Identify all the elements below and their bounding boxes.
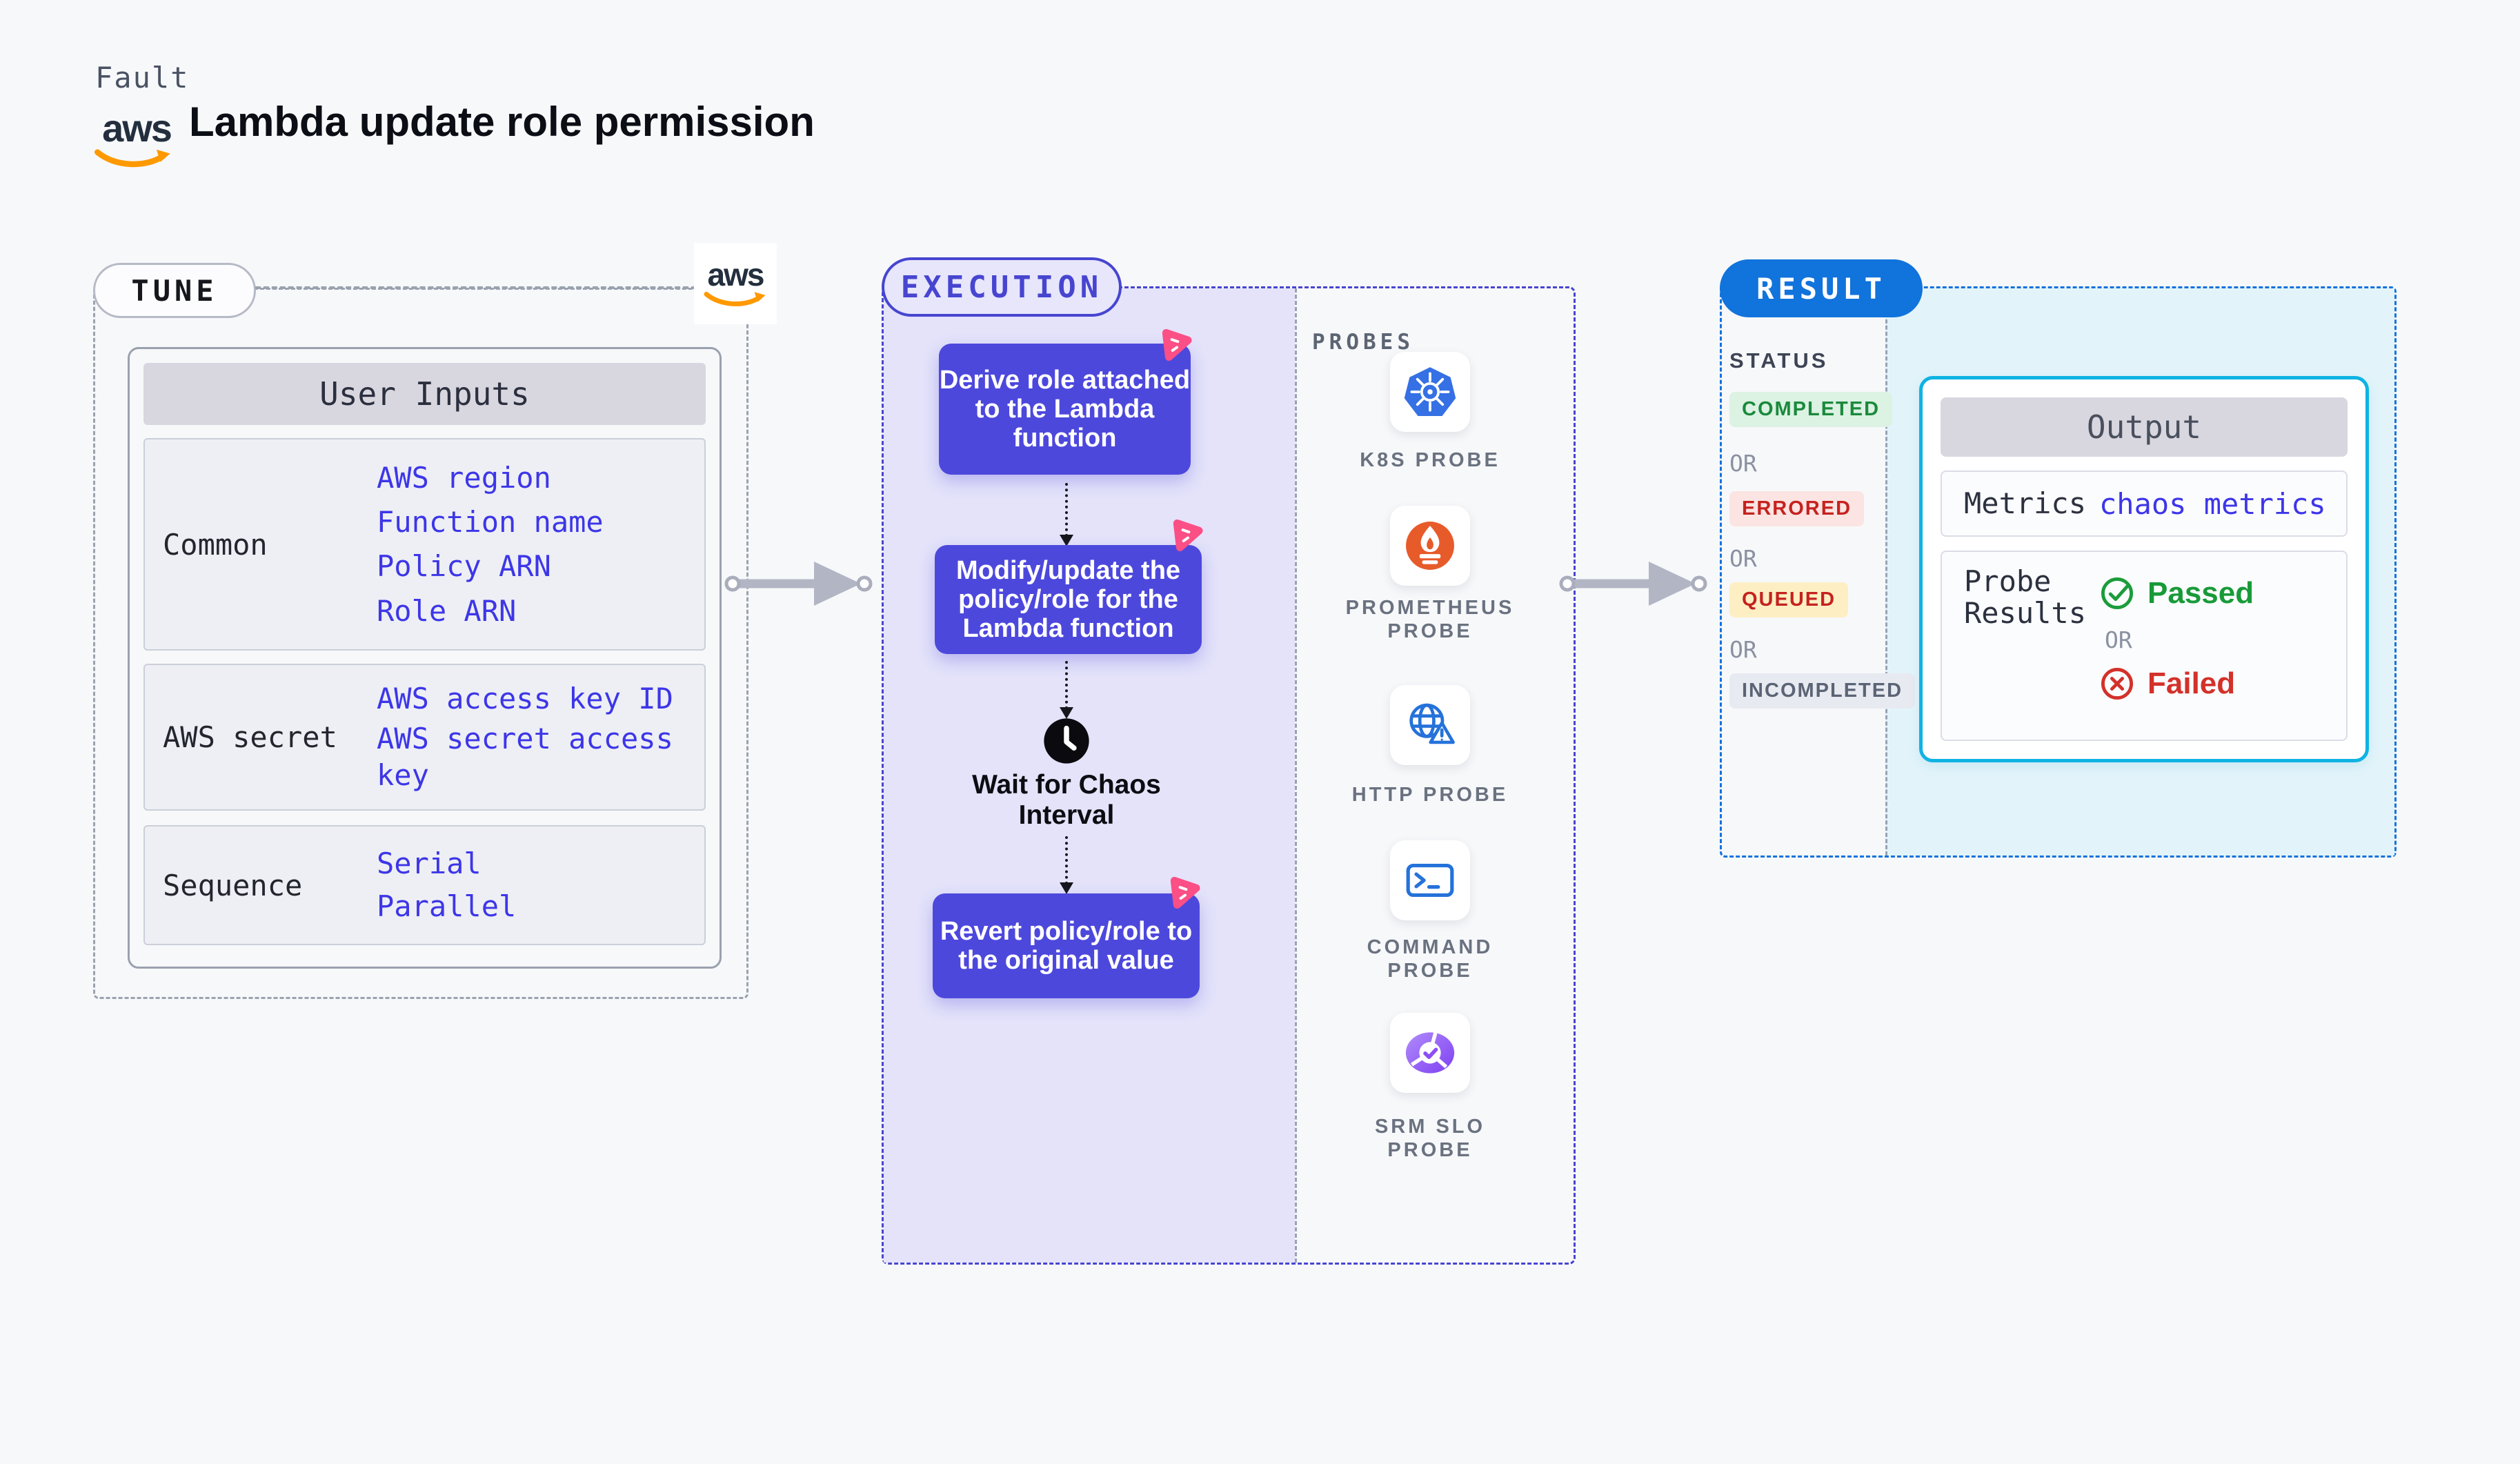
input-value: Role ARN: [377, 593, 517, 628]
metrics-label: Metrics: [1964, 486, 2087, 520]
tune-aws-logo-text: aws: [707, 257, 765, 293]
chaos-fault-icon: [1173, 520, 1203, 551]
tune-aws-card: aws: [694, 243, 777, 324]
terminal-icon: [1406, 863, 1454, 898]
result-badge-label: RESULT: [1756, 271, 1886, 306]
input-value: Function name: [377, 504, 604, 539]
probe-card-srm-slo: [1390, 1013, 1470, 1093]
or-separator: OR: [1729, 545, 1757, 572]
arrow-down-icon: [1060, 882, 1073, 894]
arrow-down-icon: [1060, 535, 1073, 546]
or-separator: OR: [1729, 636, 1757, 663]
tune-badge-label: TUNE: [131, 273, 218, 308]
flow-arrow-probes-to-result: [1559, 562, 1707, 606]
input-value: AWS region: [377, 460, 551, 495]
output-row-metrics: Metrics chaos metrics: [1941, 471, 2348, 537]
probe-card-command: [1390, 840, 1470, 920]
arrow-down-icon: [1060, 707, 1073, 719]
probe-card-prometheus: [1390, 506, 1470, 586]
probe-label-prometheus: PROMETHEUS PROBE: [1345, 597, 1515, 642]
metrics-value: chaos metrics: [2099, 486, 2326, 521]
input-value: Serial: [377, 846, 482, 880]
status-badge-incompleted: INCOMPLETED: [1729, 673, 1916, 709]
status-title: STATUS: [1729, 348, 1829, 373]
failed-label: Failed: [2147, 666, 2236, 700]
tune-connector-line: [255, 286, 697, 289]
step-revert-policy: Revert policy/role to the original value: [933, 893, 1200, 998]
x-circle-icon: [2101, 667, 2134, 700]
passed-label: Passed: [2147, 576, 2254, 610]
row-label: Common: [163, 527, 268, 562]
table-row-sequence: Sequence Serial Parallel: [143, 825, 706, 945]
row-label: AWS secret: [163, 720, 337, 754]
probe-card-http: [1390, 685, 1470, 765]
execution-badge-label: EXECUTION: [900, 269, 1103, 305]
probe-result-failed: Failed: [2099, 666, 2254, 702]
input-value: Policy ARN: [377, 549, 551, 584]
page-title: Lambda update role permission: [189, 99, 815, 145]
execution-probes-divider: [1295, 288, 1297, 1263]
probe-label-command: COMMAND PROBE: [1367, 936, 1494, 982]
input-value: AWS secret access key: [377, 721, 673, 793]
table-row-aws-secret: AWS secret AWS access key ID AWS secret …: [143, 664, 706, 811]
slo-gauge-check-icon: [1405, 1032, 1455, 1074]
row-values: Serial Parallel: [377, 827, 704, 944]
step-derive-role: Derive role attached to the Lambda funct…: [939, 344, 1191, 475]
probe-label-srm-slo: SRM SLO PROBE: [1374, 1116, 1486, 1161]
probe-result-passed: Passed: [2099, 575, 2254, 611]
probes-title: PROBES: [1312, 330, 1414, 355]
probe-label-http: HTTP PROBE: [1351, 784, 1509, 806]
check-circle-icon: [2101, 577, 2134, 610]
aws-smile-icon: [95, 149, 170, 168]
flow-connector: [1060, 836, 1073, 894]
chaos-fault-icon: [1170, 877, 1200, 909]
output-card: Output Metrics chaos metrics Probe Resul…: [1919, 376, 2369, 762]
row-values: AWS region Function name Policy ARN Role…: [377, 439, 704, 649]
output-row-probe-results: Probe Results Passed OR Failed: [1941, 551, 2348, 741]
tune-badge: TUNE: [93, 263, 256, 318]
execution-badge: EXECUTION: [882, 257, 1122, 317]
status-badge-completed: COMPLETED: [1729, 392, 1893, 427]
output-header: Output: [1941, 397, 2348, 457]
flow-connector: [1060, 661, 1073, 719]
chaos-fault-icon: [1162, 329, 1192, 361]
probe-results-label: Probe Results: [1964, 564, 2087, 630]
probe-results-values: Passed OR Failed: [2099, 552, 2254, 740]
tune-aws-smile-icon: [704, 291, 766, 306]
or-separator: OR: [2105, 626, 2132, 653]
status-badge-errored: ERRORED: [1729, 491, 1865, 526]
prometheus-icon: [1406, 522, 1454, 570]
result-badge: RESULT: [1720, 259, 1923, 317]
aws-logo: aws: [92, 109, 181, 173]
or-separator: OR: [1729, 450, 1757, 477]
user-inputs-header: User Inputs: [143, 363, 706, 425]
kubernetes-icon: [1404, 367, 1456, 416]
row-values: AWS access key ID AWS secret access key: [377, 665, 704, 809]
status-badge-queued: QUEUED: [1729, 582, 1849, 617]
user-inputs-card: User Inputs Common AWS region Function n…: [128, 347, 722, 969]
table-row-common: Common AWS region Function name Policy A…: [143, 438, 706, 651]
probe-card-k8s: [1390, 352, 1470, 432]
step-modify-policy: Modify/update the policy/role for the La…: [935, 545, 1202, 654]
clock-icon: [1044, 718, 1089, 764]
wait-interval-label: Wait for Chaos Interval: [972, 770, 1161, 830]
result-divider: [1885, 288, 1887, 855]
aws-logo-text: aws: [102, 106, 172, 150]
input-value: AWS access key ID: [377, 681, 673, 715]
flow-arrow-tune-to-execution: [724, 562, 873, 606]
row-label: Sequence: [163, 868, 303, 902]
flow-connector: [1060, 483, 1073, 546]
input-value: Parallel: [377, 889, 517, 924]
http-globe-warning-icon: [1409, 703, 1455, 744]
fault-kind-label: Fault: [95, 61, 190, 95]
probe-label-k8s: K8S PROBE: [1360, 449, 1500, 471]
